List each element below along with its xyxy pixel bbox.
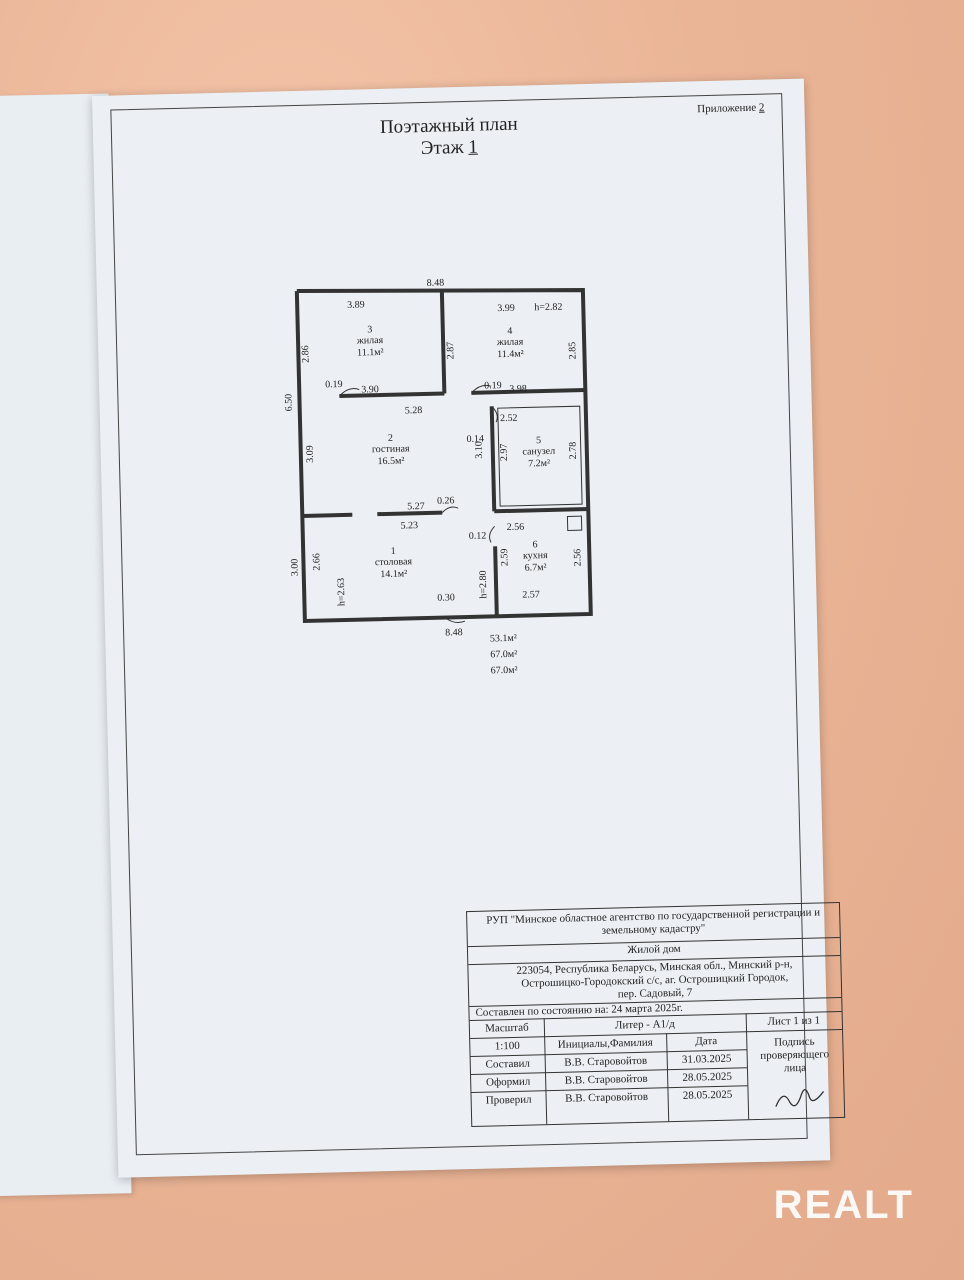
dim-bottom-total: 8.48: [445, 627, 463, 638]
total-area-3: 67.0м²: [491, 665, 518, 677]
dim-r2-width: 5.28: [405, 405, 423, 416]
svg-text:гостиная: гостиная: [372, 443, 410, 455]
stamp-org: РУП "Минское областное агентство по госу…: [486, 906, 821, 937]
stamp-row2-date: 28.05.2025: [682, 1070, 733, 1084]
dim-w3: 0.14: [466, 434, 484, 445]
stamp-sheet: Лист 1 из 1: [767, 1014, 821, 1028]
svg-text:7.2м²: 7.2м²: [528, 458, 550, 470]
svg-text:5: 5: [536, 435, 541, 446]
dim-w2: 0.19: [484, 380, 502, 391]
svg-text:6.7м²: 6.7м²: [525, 562, 547, 574]
dim-r4-width: 3.99: [497, 303, 515, 314]
stamp-row2-role: Оформил: [485, 1075, 531, 1089]
dim-w4: 0.26: [437, 495, 455, 506]
floor-plan-drawing: 8.48 3.89 3.99 h=2.82 2.86 2.87 2.85 6.5…: [283, 277, 593, 677]
dim-r5-width: 2.52: [500, 413, 518, 424]
dim-left-total: 6.50: [283, 394, 294, 412]
svg-text:6: 6: [532, 539, 537, 550]
dim-r3-inner: 2.87: [445, 342, 456, 360]
wall-2-1b: [377, 510, 443, 517]
svg-text:жилая: жилая: [496, 337, 524, 349]
wall-2-5: [489, 406, 497, 512]
svg-text:столовая: столовая: [375, 556, 413, 568]
stamp-scale-value: 1:100: [494, 1039, 521, 1053]
stamp-row3-date: 28.05.2025: [682, 1088, 733, 1102]
stamp-row3-role: Проверил: [485, 1093, 532, 1107]
dim-r2-bottom: 5.27: [407, 501, 425, 512]
total-area-1: 53.1м²: [490, 633, 517, 645]
floor-plan-sheet: Приложение 2 Поэтажный план Этаж 1: [92, 78, 846, 1178]
stamp-col-name: Инициалы,Фамилия: [557, 1036, 653, 1051]
svg-text:санузел: санузел: [522, 446, 555, 458]
dim-r3-width: 3.89: [347, 299, 365, 310]
stamp-grid: Масштаб Литер - А1/д Лист 1 из 1 1:100 И…: [470, 1011, 844, 1126]
svg-text:1: 1: [391, 546, 396, 557]
stamp-col-date: Дата: [695, 1035, 718, 1048]
wall-1-6: [493, 546, 499, 617]
svg-text:2: 2: [388, 433, 393, 444]
wall-3-2: [339, 391, 445, 399]
dim-r1-right: h=2.80: [478, 570, 490, 598]
room-2-label: 2 гостиная 16.5м²: [372, 433, 410, 467]
wall-3-4: [439, 290, 447, 394]
room-4-label: 4 жилая 11.4м²: [496, 326, 524, 361]
title-block: РУП "Минское областное агентство по госу…: [466, 901, 846, 1128]
svg-text:16.5м²: 16.5м²: [377, 455, 404, 467]
svg-text:11.1м²: 11.1м²: [357, 347, 384, 359]
room-1-label: 1 столовая 14.1м²: [375, 546, 413, 580]
total-area-2: 67.0м²: [490, 649, 517, 661]
dim-r4-bottom: 3.98: [509, 383, 527, 394]
dim-r3-bottom: 3.90: [361, 384, 379, 395]
room-3-label: 3 жилая 11.1м²: [356, 324, 384, 359]
svg-text:4: 4: [507, 326, 512, 337]
signature-mark: [775, 1089, 825, 1107]
dim-r4-h: h=2.82: [534, 302, 562, 314]
stamp-signature-label: Подпись проверяющего лица: [760, 1035, 830, 1075]
room-5-label: 5 санузел 7.2м²: [522, 435, 555, 470]
dim-r6-bottom: 2.57: [522, 589, 540, 600]
dim-r1-width: 5.23: [400, 520, 418, 531]
room-6-label: 6 кухня 6.7м²: [523, 539, 548, 574]
svg-text:11.4м²: 11.4м²: [497, 349, 524, 361]
stamp-row1-date: 31.03.2025: [681, 1052, 732, 1066]
svg-text:жилая: жилая: [356, 335, 384, 347]
dim-left-lower: 3.00: [289, 559, 300, 577]
stamp-row1-name: В.В. Старовойтов: [564, 1054, 648, 1069]
dim-r5-left: 2.97: [499, 443, 510, 461]
stamp-scale-label: Масштаб: [485, 1021, 529, 1035]
wall-5-6: [494, 506, 589, 514]
stamp-row2-name: В.В. Старовойтов: [564, 1072, 648, 1087]
dim-r1-h: h=2.63: [336, 578, 348, 606]
dim-r6-right: 2.56: [572, 549, 583, 567]
svg-text:3: 3: [367, 324, 372, 335]
stamp-row3-name: В.В. Старовойтов: [565, 1090, 649, 1105]
dim-w1: 0.19: [325, 379, 343, 390]
svg-text:14.1м²: 14.1м²: [380, 568, 407, 580]
dim-r2-right: 3.10: [474, 441, 485, 459]
wall-4-2: [471, 388, 586, 395]
outer-walls: [294, 288, 593, 624]
dim-r6-width: 2.56: [507, 522, 525, 533]
dim-top-total: 8.48: [427, 277, 445, 288]
realt-watermark: REALT: [773, 1183, 914, 1227]
wall-2-1a: [302, 512, 353, 518]
stamp-row1-role: Составил: [485, 1057, 531, 1071]
dim-r1-left: 2.66: [311, 553, 322, 571]
dim-r6-left: 2.59: [499, 548, 510, 566]
dim-w5: 0.30: [437, 592, 455, 603]
dim-r5-right: 2.78: [568, 442, 579, 460]
svg-text:кухня: кухня: [523, 550, 548, 562]
dim-r4-height: 2.85: [567, 342, 578, 360]
dim-r2-height: 3.09: [305, 445, 316, 463]
dim-w6: 0.12: [469, 530, 487, 541]
dim-r3-height: 2.86: [300, 345, 311, 363]
